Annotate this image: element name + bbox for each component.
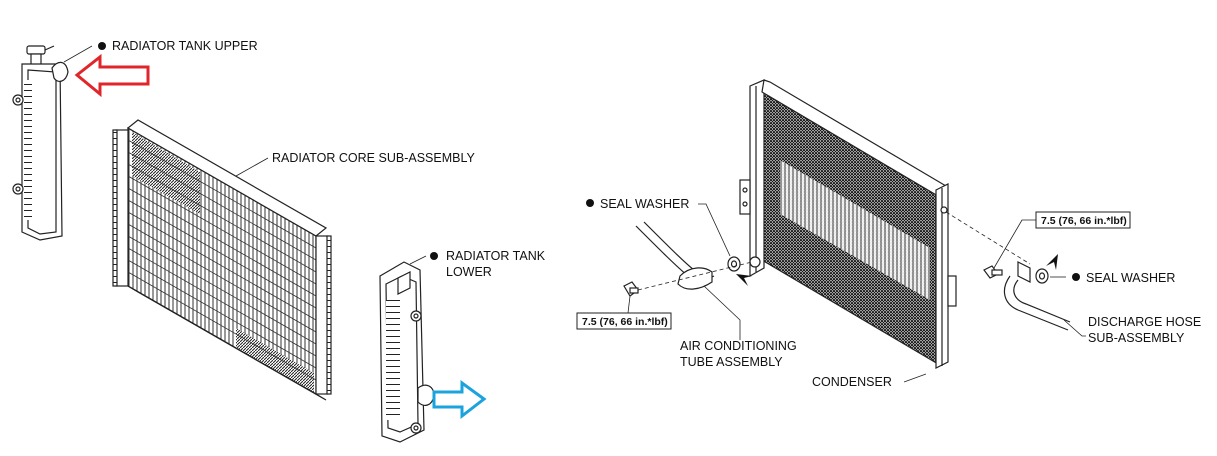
leader-line [703,285,741,340]
label-condenser: CONDENSER [812,375,892,389]
condenser [739,79,957,369]
bullet-icon [586,199,594,207]
tank-upper-ribs [24,80,32,220]
bullet-icon [98,42,106,50]
seal-washer-left [727,256,741,272]
label-discharge-hose-line1: DISCHARGE HOSE [1088,315,1201,329]
pointer-arrow-icon [1046,254,1058,270]
bolt-right [983,265,1003,279]
leader-line [698,203,731,257]
bullet-icon [1072,273,1080,281]
pointer-arrow-icon [736,274,752,286]
leader-line [903,373,927,383]
torque-spec-left: 7.5 (76, 66 in.*lbf) [576,295,672,330]
leader-line [63,45,93,63]
leader-line [409,255,427,265]
radiator-core [112,119,332,401]
svg-text:7.5 (76, 66 in.*lbf): 7.5 (76, 66 in.*lbf) [582,316,668,328]
dashed-line [945,211,1031,265]
seal-washer-right [1035,268,1049,284]
label-radiator-tank-upper: RADIATOR TANK UPPER [112,39,258,53]
label-seal-washer-left: SEAL WASHER [600,197,689,211]
label-ac-tube-line2: TUBE ASSEMBLY [680,355,783,369]
dashed-line [637,261,753,291]
label-radiator-core: RADIATOR CORE SUB-ASSEMBLY [272,151,475,165]
label-radiator-tank-lower-line2: LOWER [446,265,492,279]
label-ac-tube-line1: AIR CONDITIONING [680,339,797,353]
label-seal-washer-right: SEAL WASHER [1086,271,1175,285]
svg-text:7.5 (76, 66 in.*lbf): 7.5 (76, 66 in.*lbf) [1041,215,1127,227]
ac-tube-assembly [635,221,715,290]
bolt-left [623,281,639,297]
inlet-arrow-icon [74,53,150,98]
outlet-arrow-icon [432,380,487,420]
core-tubes [127,139,317,381]
torque-spec-right: 7.5 (76, 66 in.*lbf) [993,211,1131,269]
leader-line [1063,319,1086,337]
label-discharge-hose-line2: SUB-ASSEMBLY [1088,331,1185,345]
bullet-icon [430,252,438,260]
radiator-tank-upper [12,45,69,241]
radiator-tank-lower [379,261,435,443]
label-radiator-tank-lower-line1: RADIATOR TANK [446,249,546,263]
discharge-hose-assembly [1003,261,1071,331]
leader-line [235,157,269,177]
